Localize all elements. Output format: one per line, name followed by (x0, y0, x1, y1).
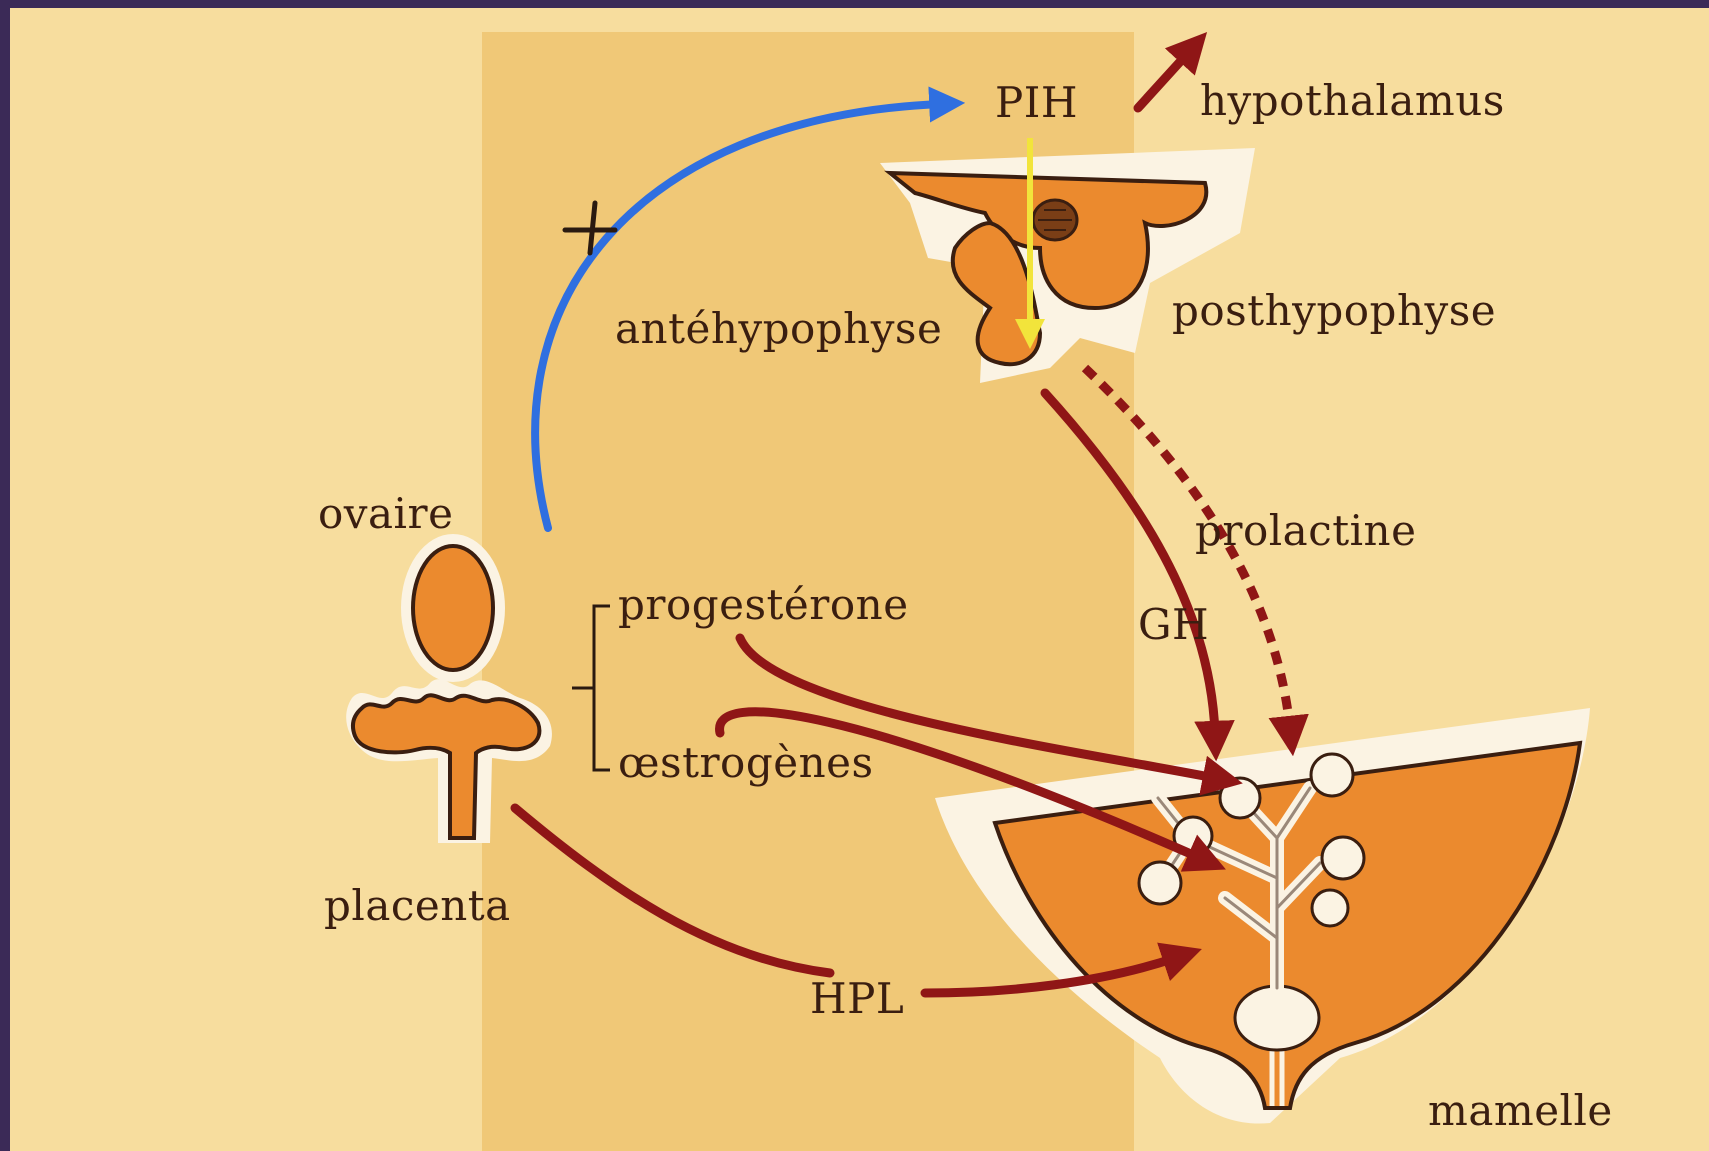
oestrogenes-label: œstrogènes (618, 742, 874, 784)
hypothalamus-label: hypothalamus (1200, 80, 1505, 122)
hormone-bracket (572, 606, 610, 770)
posthypophyse-label: posthypophyse (1172, 290, 1496, 332)
mamelle-label: mamelle (1428, 1090, 1613, 1132)
diagram-figure: PIH hypothalamus antéhypophyse posthypop… (10, 8, 1709, 1151)
ovary (401, 534, 505, 682)
alveolus (1322, 837, 1364, 879)
pih-label: PIH (995, 82, 1078, 124)
ovaire-label: ovaire (318, 493, 453, 535)
hpl-arrow (515, 808, 830, 973)
pih-to-hypothalamus-arrow (1138, 53, 1188, 108)
prolactine-label: prolactine (1195, 510, 1416, 552)
hpl-label: HPL (810, 978, 904, 1020)
progesterone-label: progestérone (618, 584, 909, 626)
plus-sign (565, 203, 615, 253)
alveolus (1139, 862, 1181, 904)
gh-label: GH (1138, 604, 1209, 646)
gh-arrow (1045, 393, 1215, 733)
alveolus (1311, 754, 1353, 796)
alveolus (1220, 778, 1260, 818)
placenta-label: placenta (324, 885, 511, 927)
antehypophyse-label: antéhypophyse (615, 308, 942, 350)
alveolus (1312, 890, 1348, 926)
breast-shape (935, 708, 1590, 1124)
